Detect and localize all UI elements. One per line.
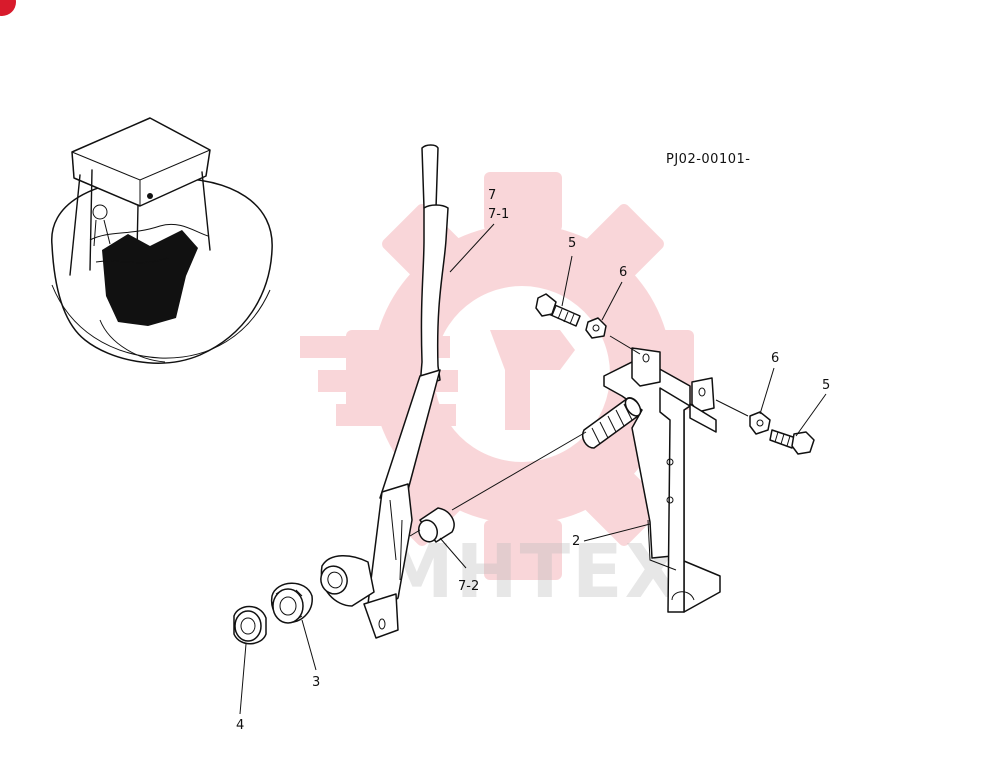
callout-2: 2 (572, 534, 580, 549)
part-5-bolt-lower (769, 429, 815, 455)
part-2-bracket (603, 347, 721, 613)
part-4-nut (233, 605, 267, 645)
part-7-lever (320, 144, 449, 639)
excavator-locator-icon (51, 117, 273, 364)
corner-badge (0, 0, 16, 16)
part-5-bolt-upper (535, 293, 581, 327)
leader-lines (239, 223, 827, 715)
watermark-text: MHTEX (380, 529, 684, 615)
callout-3: 3 (312, 675, 320, 690)
callout-4: 4 (236, 718, 244, 733)
part-6-nut-upper (585, 317, 607, 339)
threaded-rod (582, 397, 642, 449)
highlighted-frame (102, 230, 198, 326)
part-6-nut-lower (749, 411, 771, 435)
callout-6-upper: 6 (619, 265, 627, 280)
drawing-code: PJ02-00101- (666, 152, 750, 167)
part-7-2-bushing (417, 507, 455, 543)
callout-7-2: 7-2 (458, 579, 479, 594)
callout-5-upper: 5 (568, 236, 576, 251)
part-3-nut (270, 582, 313, 624)
callout-5-lower: 5 (822, 378, 830, 393)
callout-6-lower: 6 (771, 351, 779, 366)
callout-7-1: 7-1 (488, 207, 509, 222)
callout-7: 7 (488, 188, 496, 203)
assembly-lines (409, 335, 749, 537)
